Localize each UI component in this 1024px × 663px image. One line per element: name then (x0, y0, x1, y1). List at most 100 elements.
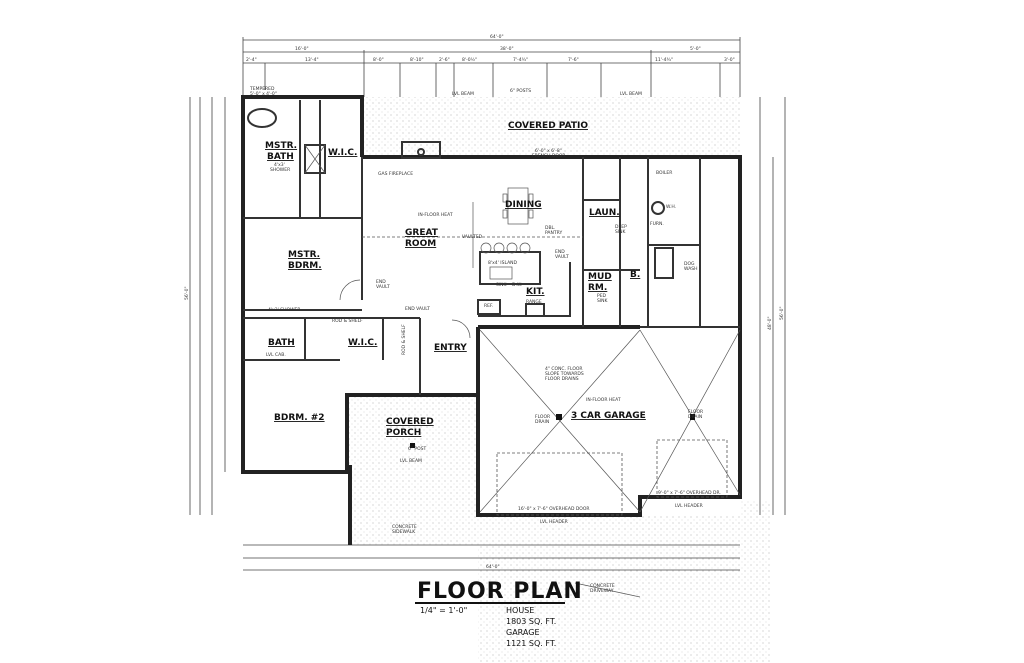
room-dining: DINING (505, 200, 542, 210)
note: IN-FLOOR HEAT (418, 212, 453, 218)
room-mstr-bdrm: MSTR. (288, 250, 320, 260)
driveway-area (478, 500, 770, 663)
note: VAULTED (462, 234, 483, 240)
note: SINK (496, 282, 508, 288)
note: FRENCH DOOR (532, 153, 566, 159)
room-garage: 3 CAR GARAGE (571, 411, 646, 421)
room-bath: BATH (268, 338, 295, 348)
note: FURN. (650, 221, 664, 227)
side-dimensions: 56'-0" 56'-0" 48'-0" 64'-0" (184, 97, 786, 571)
note: ROD & SHELF (332, 318, 363, 324)
note: END VAULT (405, 306, 430, 312)
note: 6" POSTS (510, 88, 531, 94)
dim-text: 2'-6" (439, 57, 450, 63)
overhead-door-small-swing (656, 439, 728, 498)
covered-porch-area (349, 396, 478, 546)
note: SINK (615, 229, 627, 235)
note: END (376, 279, 386, 285)
note: VAULT (376, 284, 390, 290)
note: PED (597, 293, 607, 299)
note: 9'-0" x 7'-6" OVERHEAD DR. (658, 490, 721, 496)
room-labels: MSTR. BATH W.I.C. COVERED PATIO GREAT RO… (265, 121, 646, 438)
note: D.W. (512, 282, 522, 288)
note: LVL HEADER (675, 503, 703, 509)
plan-title: FLOOR PLAN (417, 579, 583, 604)
garage-label: GARAGE (506, 628, 540, 637)
bathtub (247, 108, 277, 128)
note: DOG (684, 261, 695, 267)
house-area: 1803 SQ. FT. (506, 617, 556, 626)
dog-wash-tub (654, 247, 674, 279)
dim-text: 8'-0" (373, 57, 384, 63)
note: LVL BEAM (452, 91, 474, 97)
dim-right-outer: 56'-0" (779, 306, 785, 320)
room-mstr-bdrm: BDRM. (288, 261, 322, 271)
interior-walls (243, 100, 740, 395)
note: DEEP (615, 224, 627, 230)
room-wic: W.I.C. (348, 338, 377, 348)
dim-text: 7'-4¾" (513, 57, 528, 63)
note: PANTRY (545, 230, 562, 236)
room-mstr-bath: BATH (267, 152, 294, 162)
note: LVL CAB. (266, 352, 286, 358)
dim-text: 38'-0" (500, 46, 514, 52)
kitchen-island (479, 251, 541, 285)
note: DRIVEWAY (590, 588, 614, 594)
bar-stools (480, 242, 531, 254)
note: 4'x3' SHOWER (268, 307, 301, 313)
room-entry: ENTRY (434, 343, 467, 353)
note: SINK (597, 298, 609, 304)
dim-text: 3'-0" (724, 57, 735, 63)
plan-scale: 1/4" = 1'-0" (420, 606, 467, 615)
note: SHOWER (270, 167, 290, 173)
room-great-room: GREAT (405, 228, 439, 238)
note: 5'-0" x 4'-0" (250, 91, 277, 97)
overhead-door-swing (496, 452, 623, 516)
note: 16'-0" x 7'-6" OVERHEAD DOOR (518, 506, 590, 512)
room-laundry: LAUN. (589, 208, 620, 218)
garage-details (348, 329, 741, 545)
note: REF. (484, 303, 493, 309)
note: FLOOR DRAINS (545, 376, 579, 382)
room-mud-room: MUD (588, 272, 612, 282)
note: 6'-0" x 6'-8" (535, 148, 562, 154)
note: LVL HEADER (540, 519, 568, 525)
dim-text: 8'-10" (410, 57, 424, 63)
room-great-room: ROOM (405, 239, 436, 249)
note: FLOOR (688, 409, 703, 415)
shower-master (304, 144, 326, 174)
note: LVL BEAM (620, 91, 642, 97)
note: W.H. (666, 204, 676, 210)
room-mstr-bath: MSTR. (265, 141, 297, 151)
note: 6" POST (408, 446, 426, 452)
house-label: HOUSE (506, 606, 534, 615)
note: 4'x3' (274, 162, 285, 168)
fireplace (401, 141, 441, 159)
dim-right-inner: 48'-0" (767, 316, 773, 330)
dim-text: 16'-0" (295, 46, 309, 52)
range (525, 303, 545, 317)
dim-text: 8'-0½" (462, 56, 477, 63)
room-covered-porch: COVERED (386, 417, 434, 427)
room-kitchen: KIT. (526, 287, 545, 297)
top-dimensions: 64'-0" 16'-0" 38'-0" 5'-0" 2'-4" 13'-4" … (242, 34, 741, 97)
room-bdrm2: BDRM. #2 (274, 413, 325, 423)
note: CONCRETE (392, 524, 417, 530)
dim-text: 2'-4" (246, 57, 257, 63)
notes: TEMPERED 5'-0" x 4'-0" LVL BEAM 6" POSTS… (249, 86, 721, 598)
note: RANGE (526, 299, 542, 305)
note: DRAIN (535, 419, 549, 425)
note: IN-FLOOR HEAT (586, 397, 621, 403)
refrigerator (477, 299, 501, 315)
note: VAULT (555, 254, 569, 260)
floor-drain-icon (556, 414, 562, 420)
note: LVL BEAM (400, 458, 422, 464)
dim-text: 7'-6" (568, 57, 579, 63)
note: ROD & SHELF (401, 324, 407, 355)
note: 8'x4' ISLAND (488, 260, 518, 266)
note: TEMPERED (249, 86, 275, 92)
post-icon (410, 443, 415, 448)
dim-overall: 64'-0" (490, 34, 504, 40)
note: WASH (684, 266, 698, 272)
